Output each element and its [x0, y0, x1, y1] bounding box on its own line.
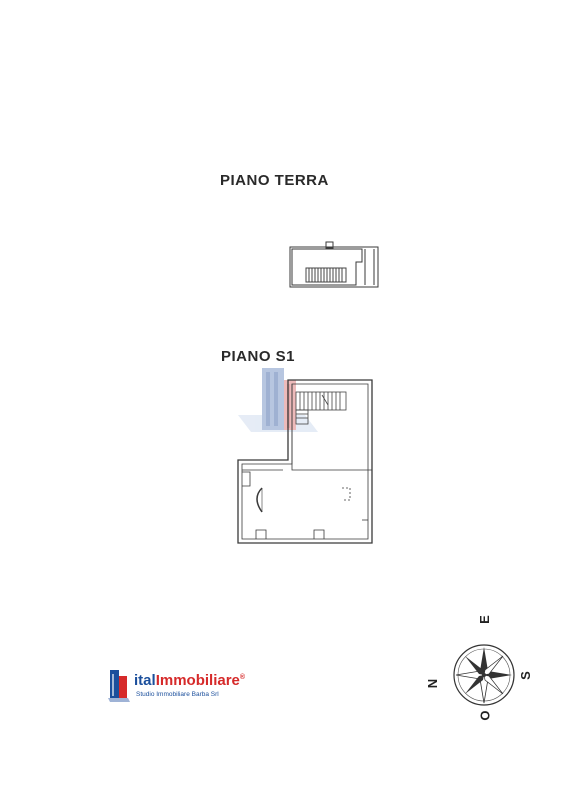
brand-wordmark: italImmobiliare® [134, 672, 245, 689]
compass-north-label: N [425, 678, 441, 689]
basement-outline [237, 379, 373, 544]
compass-rose [453, 644, 515, 706]
ground-floor-title: PIANO TERRA [220, 172, 329, 189]
brand-logo: italImmobiliare® Studio Immobiliare Barb… [108, 666, 258, 710]
basement-stairs [295, 391, 347, 425]
door-arc [256, 487, 263, 513]
registered-mark: ® [239, 674, 246, 681]
ground-floor-outline [289, 246, 379, 288]
compass-south-label: S [517, 671, 533, 680]
compass-west-label: O [477, 710, 493, 721]
basement-floor-plan [237, 379, 373, 544]
brand-part-ital: ital [134, 672, 156, 689]
basement-floor-title: PIANO S1 [221, 348, 296, 365]
watermark-logo [238, 368, 318, 432]
brand-subtitle: Studio Immobiliare Barba Srl [136, 691, 219, 698]
ground-floor-plan [289, 241, 379, 288]
brand-logo-mark [108, 670, 130, 702]
brand-part-immobiliare: Immobiliare [155, 672, 240, 689]
ground-floor-stairs [305, 267, 347, 283]
basement-openings [242, 471, 368, 539]
compass-east-label: E [476, 615, 492, 624]
